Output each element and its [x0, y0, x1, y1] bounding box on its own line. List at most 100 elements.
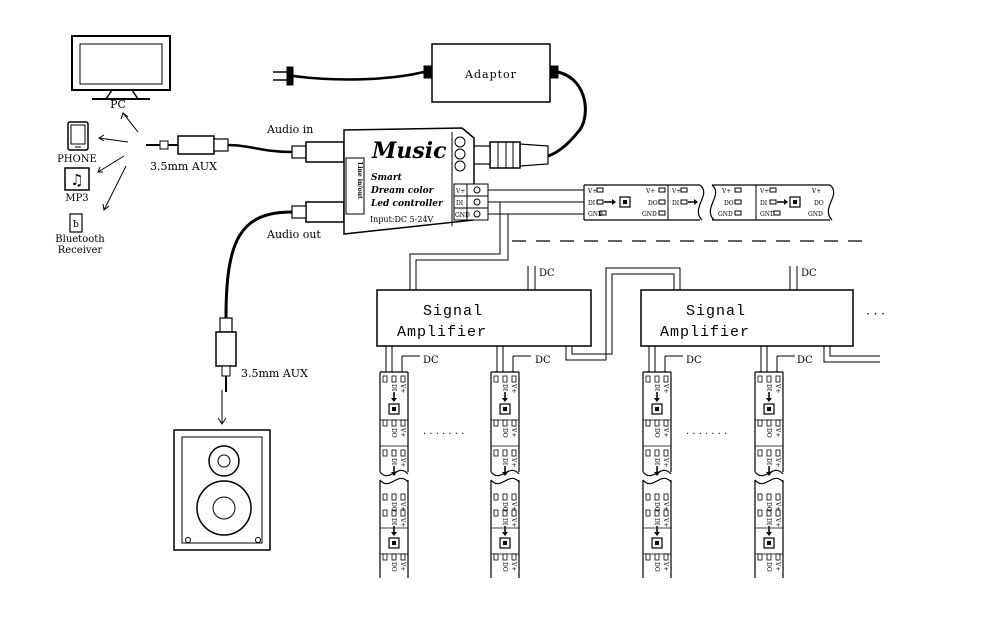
strip3-vplus: V+ [759, 188, 769, 195]
strip-d-dc-label: DC [797, 355, 813, 366]
strip2-vplus: V+ [671, 188, 681, 195]
controller-output-terminal: V+ DI GND [453, 183, 489, 221]
amplifier-2-dc-label: DC [801, 268, 817, 279]
vstrip-vplus-out-label: V+ [774, 427, 781, 437]
more-amplifiers-ellipsis: · · · [866, 307, 885, 321]
source-arrows [97, 112, 139, 211]
vstrip-di-label: DI [765, 384, 772, 392]
vstrip-vplus-label: V+ [399, 383, 406, 393]
audio-out-label: Audio out [266, 228, 321, 241]
vstrip-di-label: DI [390, 384, 397, 392]
vstrip-do-label: DO [390, 502, 397, 512]
vstrip-do-label: DO [765, 428, 772, 438]
vstrip-do-label: DO [765, 562, 772, 572]
aux-top-label: 3.5mm AUX [150, 160, 217, 173]
vstrip-vplus-out-label: V+ [510, 501, 517, 511]
vstrip-vplus-out-label: V+ [662, 427, 669, 437]
signal-amplifier-1 [376, 289, 592, 347]
audio-in-label: Audio in [266, 123, 313, 136]
controller-line2: Dream color [370, 186, 435, 196]
audio-out-cable [224, 201, 345, 319]
controller-output-wires [488, 189, 584, 215]
arrow-to-speaker [217, 390, 227, 425]
pc-label: PC [110, 98, 126, 111]
speaker-icon [173, 429, 271, 551]
vstrip-vplus-out-label: V+ [774, 501, 781, 511]
vstrip-di-label: DI [501, 384, 508, 392]
strip-ellipsis-left: · · · · · · · [423, 429, 464, 440]
vstrip-do-label: DO [653, 502, 660, 512]
amplifier-1-line1: Signal [423, 303, 483, 320]
strip3-gnd-out: GND [808, 211, 823, 218]
controller-line3: Led controller [370, 199, 444, 209]
vstrip-vplus-label: V+ [774, 457, 781, 467]
bluetooth-receiver-icon: ƀ [69, 213, 83, 233]
aux-jack-bottom-icon [215, 317, 237, 392]
strip-segment-1: V+ DI GND V+ DO GND [587, 187, 666, 218]
vstrip-di-label: DI [501, 518, 508, 526]
vstrip-do-label: DO [501, 562, 508, 572]
vstrip-vplus-label: V+ [662, 383, 669, 393]
bluetooth-label-line1: Bluetooth [55, 234, 105, 245]
vstrip-di-label: DI [653, 458, 660, 466]
strip1-vplus: V+ [587, 188, 597, 195]
line-in-out-label: Line in/out [356, 162, 363, 199]
phone-icon [67, 121, 89, 151]
vstrip-vplus-label: V+ [399, 517, 406, 527]
strip1-do: DO [648, 200, 658, 207]
amplifier-2-dc-wire [789, 266, 798, 290]
strip3-vplus-out: V+ [811, 188, 821, 195]
vstrip-vplus-out-label: V+ [399, 561, 406, 571]
aux-bottom-label: 3.5mm AUX [241, 367, 308, 380]
controller-power-port-icon [454, 136, 466, 172]
controller-term-gnd: GND [455, 212, 470, 219]
strip1-vplus-out: V+ [645, 188, 655, 195]
vstrip-vplus-label: V+ [510, 517, 517, 527]
strip1-di: DI [588, 200, 596, 207]
vstrip-do-label: DO [501, 428, 508, 438]
strip-b-dc-label: DC [535, 355, 551, 366]
strip-segment-3: V+ DO GND V+ DI GND V+ DO GND [718, 187, 824, 218]
signal-amplifier-2 [640, 289, 854, 347]
vstrip-do-label: DO [501, 502, 508, 512]
vstrip-vplus-out-label: V+ [399, 427, 406, 437]
power-plug-icon [273, 65, 435, 86]
audio-in-plug-icon [291, 141, 345, 163]
strip3-di: DI [760, 200, 768, 207]
strip3-do: DO [814, 200, 824, 207]
strip-segment-2: V+ DI [671, 187, 698, 207]
vstrip-di-label: DI [390, 518, 397, 526]
vstrip-vplus-label: V+ [662, 517, 669, 527]
vstrip-vplus-out-label: V+ [662, 561, 669, 571]
controller-line1: Smart [371, 173, 403, 183]
vstrip-do-label: DO [390, 562, 397, 572]
strip3-gnd: GND [760, 211, 775, 218]
vstrip-vplus-label: V+ [662, 457, 669, 467]
controller-term-vplus: V+ [455, 188, 465, 195]
strip3-gnd-in: GND [718, 211, 733, 218]
vstrip-vplus-out-label: V+ [399, 501, 406, 511]
controller-to-amplifier-wires [409, 202, 509, 290]
vstrip-do-label: DO [653, 428, 660, 438]
vstrip-di-label: DI [765, 458, 772, 466]
bluetooth-glyph: ƀ [73, 220, 79, 230]
strip-c-dc-label: DC [686, 355, 702, 366]
amplifier-2-line1: Signal [686, 303, 746, 320]
vstrip-do-label: DO [765, 502, 772, 512]
mp3-label: MP3 [65, 193, 88, 204]
horizontal-led-strip [583, 184, 835, 221]
vstrip-vplus-label: V+ [510, 457, 517, 467]
pc-monitor-icon [71, 35, 171, 100]
vstrip-di-label: DI [390, 458, 397, 466]
mp3-glyph: ♫ [70, 171, 83, 189]
vstrip-di-label: DI [653, 518, 660, 526]
vstrip-do-label: DO [390, 428, 397, 438]
amplifier-2-line2: Amplifier [660, 324, 750, 341]
bluetooth-label-line2: Receiver [58, 245, 103, 256]
vstrip-vplus-out-label: V+ [774, 561, 781, 571]
